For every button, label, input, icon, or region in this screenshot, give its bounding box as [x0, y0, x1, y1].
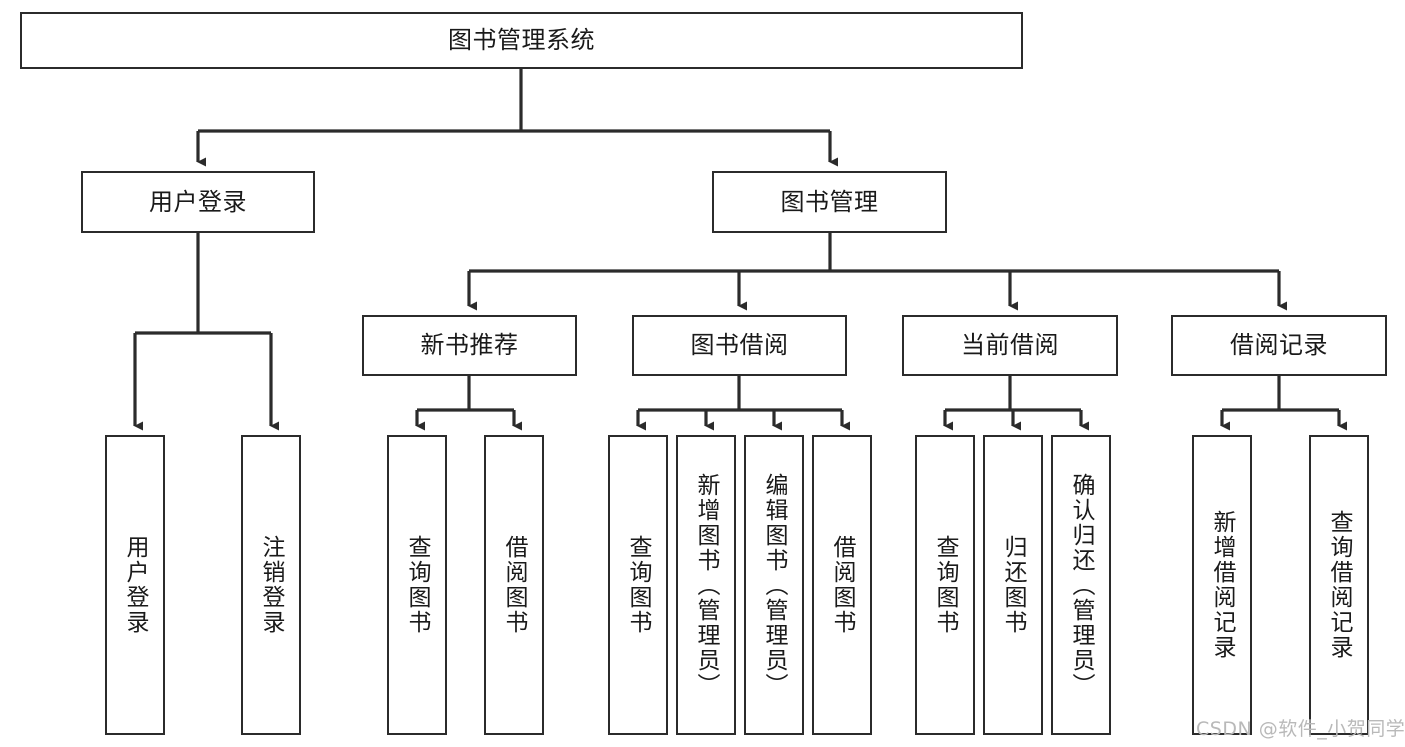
node-root-system[interactable]: 图书管理系统	[20, 12, 1023, 69]
leaf-query-borrow-record[interactable]: 查询借阅记录	[1309, 435, 1369, 735]
leaf-borrow-book-newbook[interactable]: 借阅图书	[484, 435, 544, 735]
node-current-borrow[interactable]: 当前借阅	[902, 315, 1118, 376]
node-book-borrow[interactable]: 图书借阅	[632, 315, 847, 376]
leaf-add-book-admin[interactable]: 新增图书（管理员）	[676, 435, 736, 735]
csdn-watermark: CSDN @软件_小贺同学	[1196, 718, 1405, 740]
leaf-query-book-newbook[interactable]: 查询图书	[387, 435, 447, 735]
leaf-user-login[interactable]: 用户登录	[105, 435, 165, 735]
node-user-login[interactable]: 用户登录	[81, 171, 315, 233]
leaf-edit-book-admin[interactable]: 编辑图书（管理员）	[744, 435, 804, 735]
node-book-management[interactable]: 图书管理	[712, 171, 947, 233]
node-borrow-record[interactable]: 借阅记录	[1171, 315, 1387, 376]
node-new-book-recommend[interactable]: 新书推荐	[362, 315, 577, 376]
leaf-query-book-borrow[interactable]: 查询图书	[608, 435, 668, 735]
leaf-borrow-book[interactable]: 借阅图书	[812, 435, 872, 735]
leaf-return-book[interactable]: 归还图书	[983, 435, 1043, 735]
leaf-add-borrow-record[interactable]: 新增借阅记录	[1192, 435, 1252, 735]
leaf-logout[interactable]: 注销登录	[241, 435, 301, 735]
leaf-confirm-return-admin[interactable]: 确认归还（管理员）	[1051, 435, 1111, 735]
leaf-query-book-current[interactable]: 查询图书	[915, 435, 975, 735]
